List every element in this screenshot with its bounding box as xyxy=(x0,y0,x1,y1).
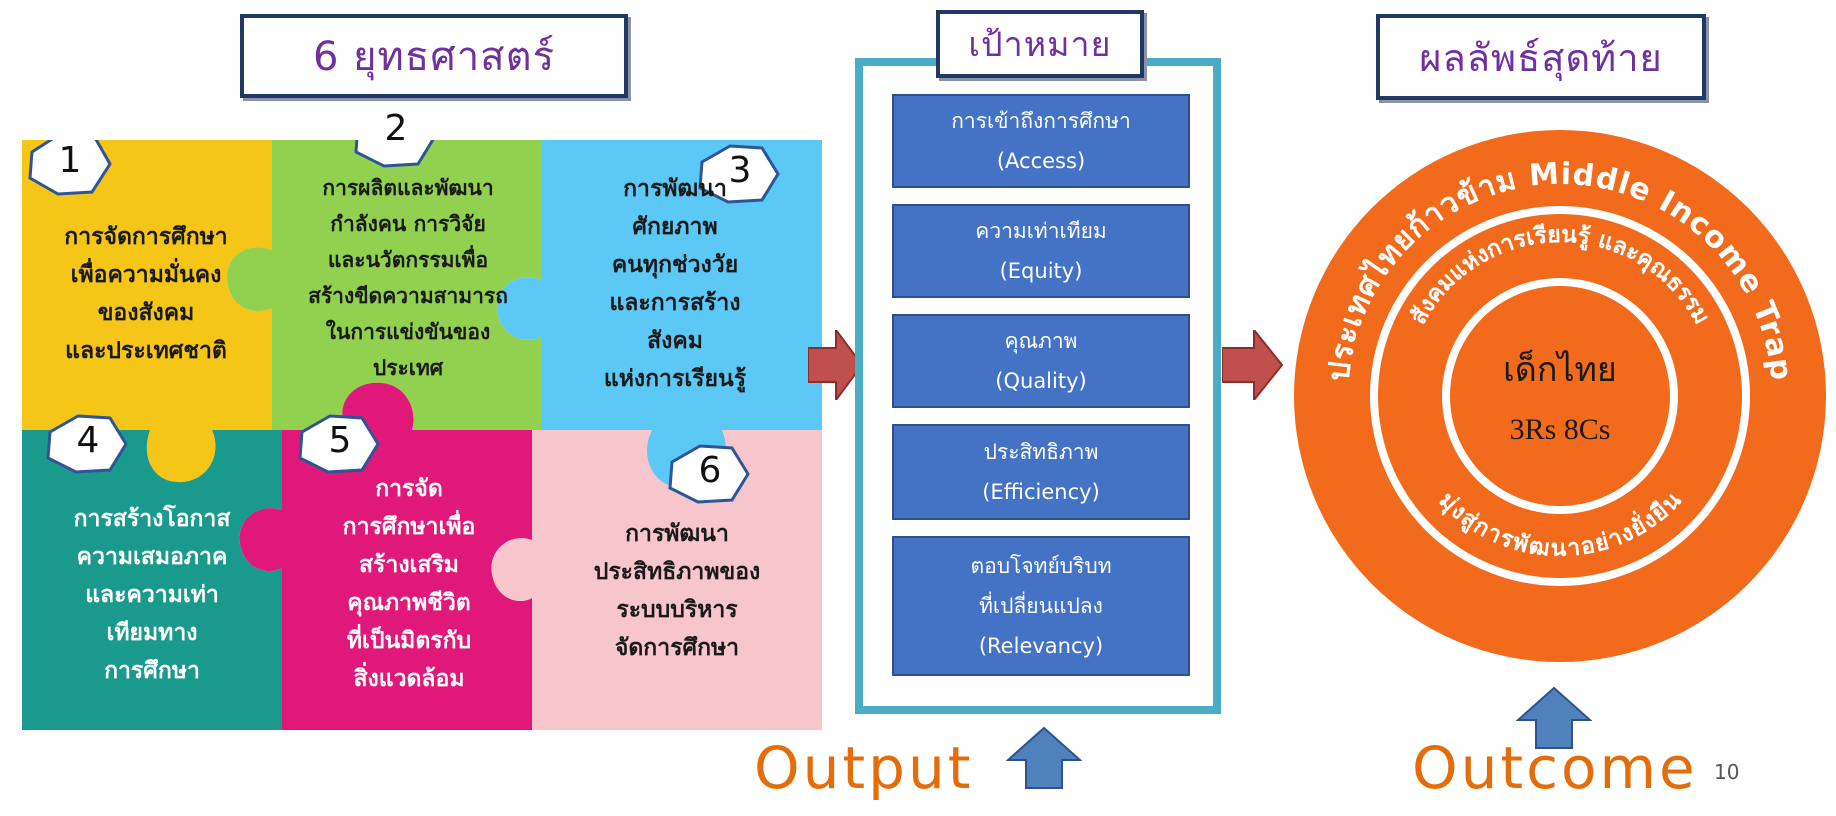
outcome-circle: ประเทศไทยก้าวข้าม Middle Income Trap สัง… xyxy=(1294,130,1826,662)
badge-3-shape xyxy=(698,144,780,204)
goals-header-text: เป้าหมาย xyxy=(968,25,1112,65)
page-number: 10 xyxy=(1714,760,1740,784)
puzzle-piece-6 xyxy=(491,430,822,730)
strategy-text-4: การสร้างโอกาส ความเสมอภาค และความเท่า เท… xyxy=(73,506,231,684)
strategy-number-1: 1 xyxy=(58,140,82,181)
puzzle-shapes xyxy=(22,140,822,730)
puzzle-piece-3 xyxy=(496,140,822,489)
final-result-header-text: ผลลัพธ์สุดท้าย xyxy=(1419,35,1663,80)
strategy-number-6: 6 xyxy=(698,450,722,491)
goals-header: เป้าหมาย xyxy=(936,10,1144,78)
badge-5-shape xyxy=(298,414,380,474)
badge-6-shape xyxy=(668,444,750,504)
strategy-number-5: 5 xyxy=(328,420,352,461)
strategies-header: 6 ยุทธศาสตร์ xyxy=(240,14,628,98)
strategy-number-4: 4 xyxy=(76,420,100,461)
outcome-label: Outcome xyxy=(1412,734,1698,802)
puzzle-piece-2 xyxy=(227,140,543,430)
final-result-header: ผลลัพธ์สุดท้าย xyxy=(1376,14,1706,100)
arrow-to-goals xyxy=(808,330,864,400)
arrow-right-icon xyxy=(808,330,864,400)
strategies-header-text: 6 ยุทธศาสตร์ xyxy=(312,34,556,80)
output-label: Output xyxy=(754,734,974,802)
outcome-up-arrow xyxy=(1516,686,1592,749)
strategy-text-2: การผลิตและพัฒนา กำลังคน การวิจัย และนวัต… xyxy=(308,176,508,380)
strategy-text-1: การจัดการศึกษา เพื่อความมั่นคง ของสังคม … xyxy=(64,224,228,364)
badge-4-shape xyxy=(46,414,128,474)
puzzle-piece-1 xyxy=(22,140,272,483)
arrow-up-icon xyxy=(1006,726,1082,789)
output-up-arrow xyxy=(1006,726,1082,789)
goal-relevancy: ตอบโจทย์บริบท ที่เปลี่ยนแปลง (Relevancy) xyxy=(892,536,1190,676)
goal-efficiency: ประสิทธิภาพ (Efficiency) xyxy=(892,424,1190,520)
center-text-thai: เด็กไทย xyxy=(1503,349,1617,390)
arrow-right-icon xyxy=(1222,330,1284,400)
arrow-up-icon xyxy=(1516,686,1592,749)
strategy-number-2: 2 xyxy=(384,108,408,149)
center-circle xyxy=(1450,286,1670,506)
strategy-text-3: การพัฒนา ศักยภาพ คนทุกช่วงวัย และการสร้า… xyxy=(603,176,747,392)
goal-quality: คุณภาพ (Quality) xyxy=(892,314,1190,408)
goal-equity: ความเท่าเทียม (Equity) xyxy=(892,204,1190,298)
strategy-number-3: 3 xyxy=(728,150,752,191)
badge-1-shape xyxy=(28,140,112,196)
arrow-to-outcome xyxy=(1222,330,1284,400)
goal-access: การเข้าถึงการศึกษา (Access) xyxy=(892,94,1190,188)
strategy-puzzle: 1 2 3 4 5 6 การจัดการศึกษา เพื่อความมั่น… xyxy=(22,108,822,730)
center-text-3rs: 3Rs 8Cs xyxy=(1510,413,1611,446)
strategy-text-6: การพัฒนา ประสิทธิภาพของ ระบบบริหาร จัดกา… xyxy=(593,521,761,661)
number-badges xyxy=(28,140,780,504)
puzzle-piece-5 xyxy=(239,382,532,730)
strategy-text-5: การจัด การศึกษาเพื่อ สร้างเสริม คุณภาพชี… xyxy=(342,476,476,692)
badge-2-shape xyxy=(354,140,435,168)
puzzle-piece-4 xyxy=(22,430,282,730)
